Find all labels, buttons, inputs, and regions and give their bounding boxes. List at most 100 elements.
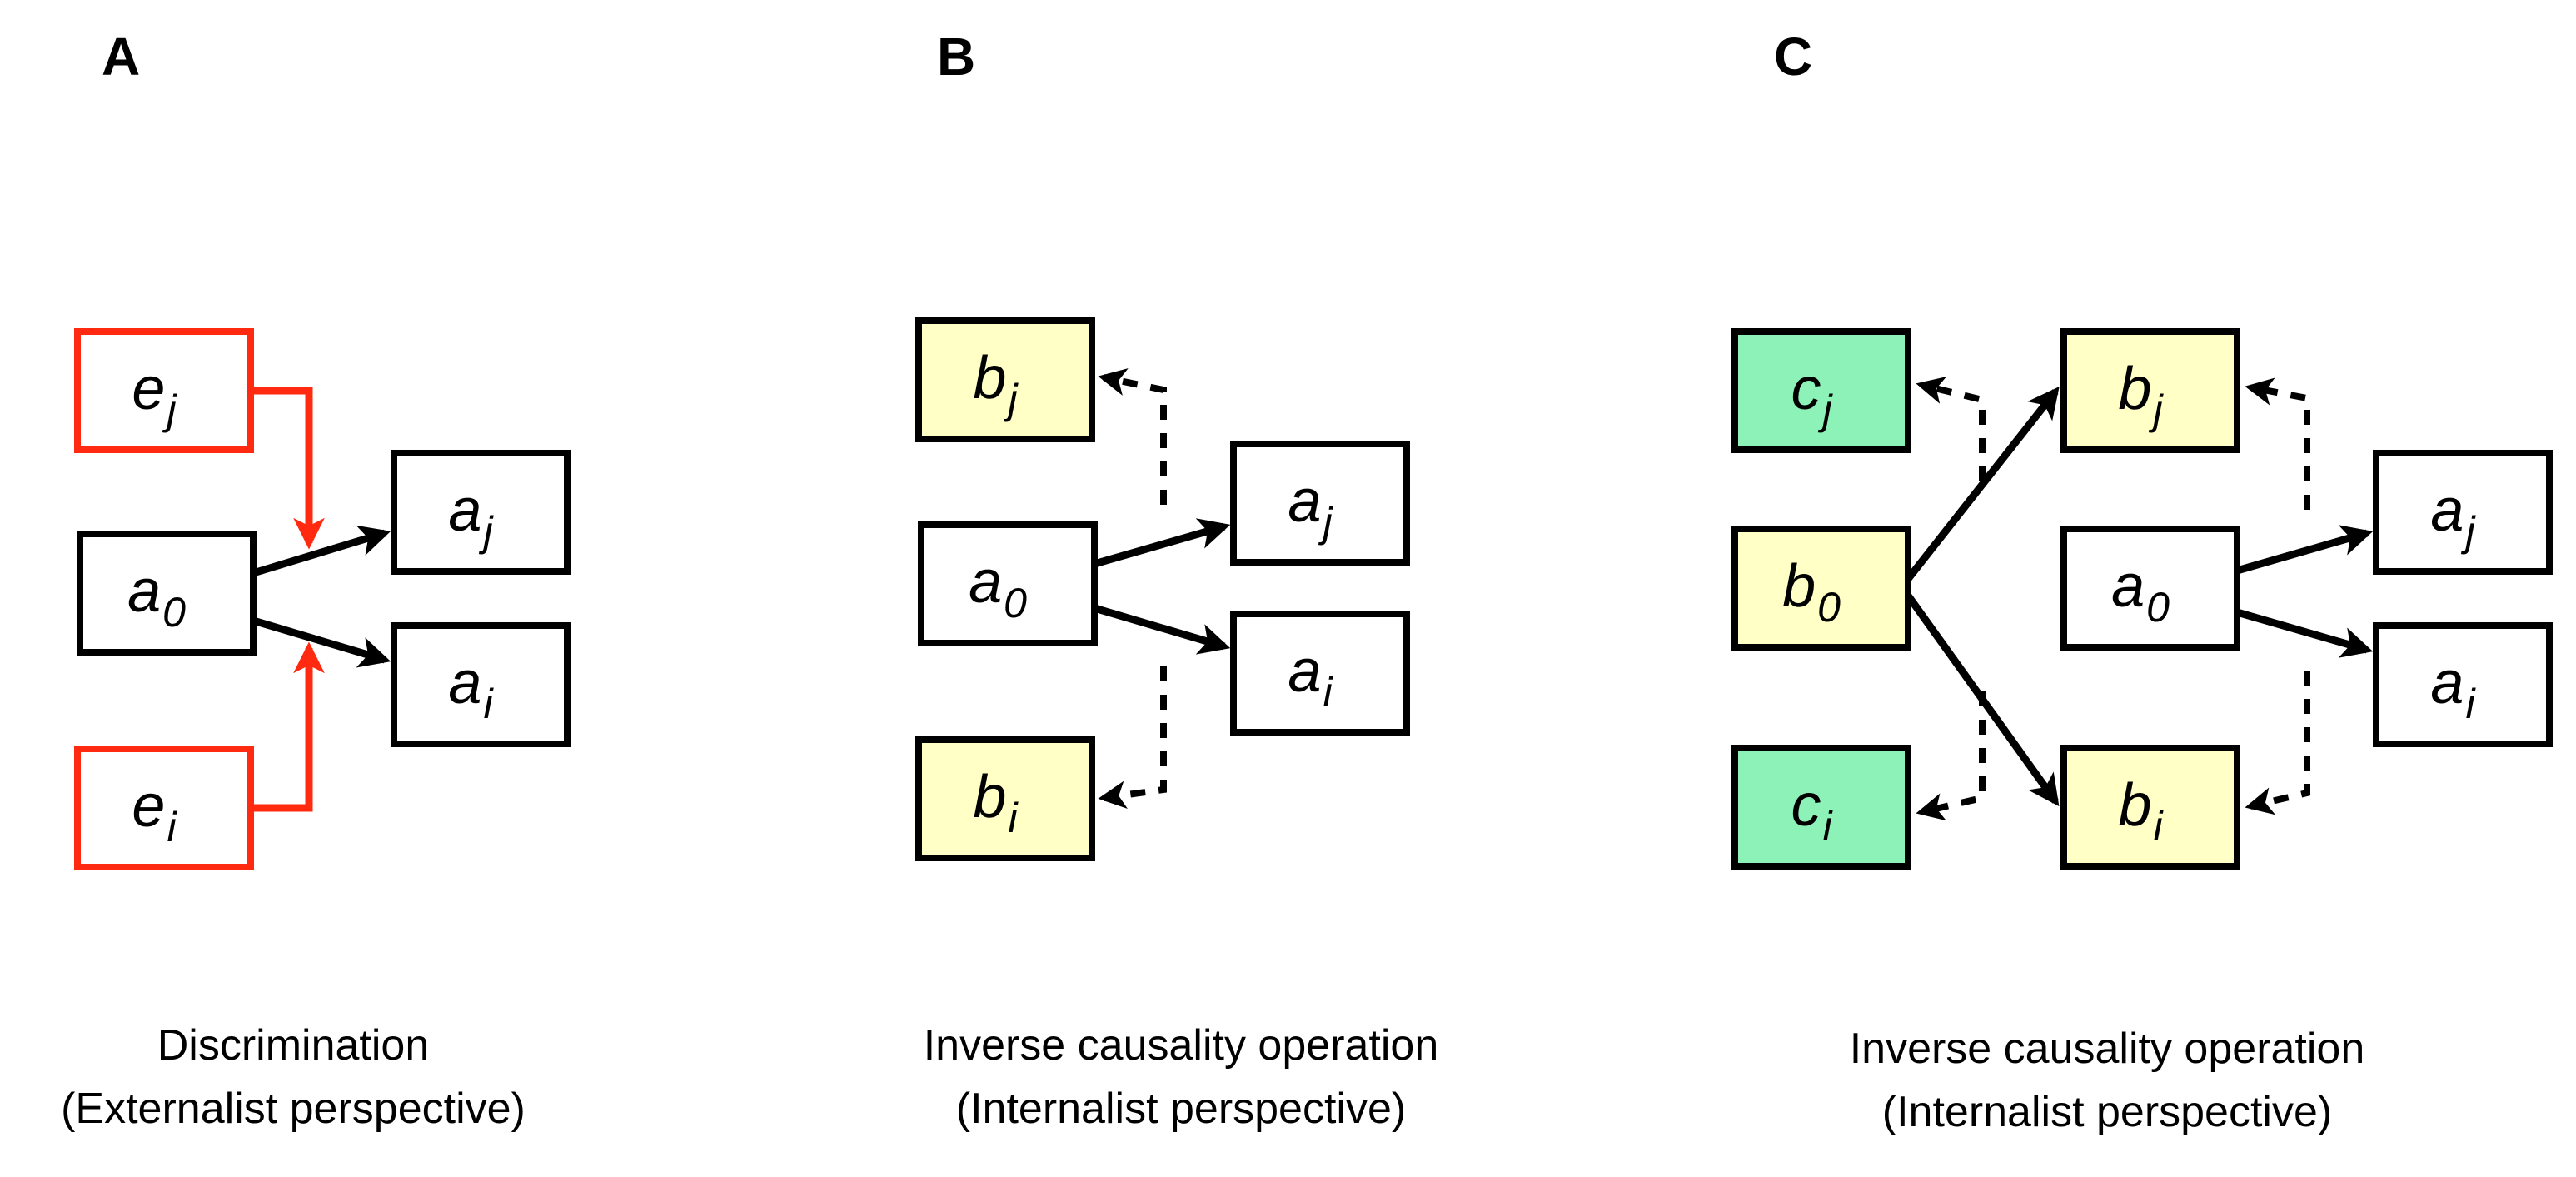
node-label-main: a (2111, 553, 2145, 620)
panel-letter-a: A (102, 27, 140, 87)
edge-dashed-b-a0-aj-edge-to-b-bj (1098, 368, 1167, 505)
node-box-b-bi (915, 736, 1095, 861)
node-box-b-aj (1230, 441, 1410, 566)
edge-solid-a-a0-to-a-ai (252, 616, 391, 668)
node-label-subscript: 0 (2146, 584, 2170, 631)
caption-c-line-2: (Internalist perspective) (1882, 1088, 2332, 1136)
node-a-aj: aj (391, 450, 571, 575)
panel-letter-b: B (937, 27, 975, 87)
node-label-c-a0: a0 (2111, 553, 2170, 631)
caption-b-line-2: (Internalist perspective) (956, 1085, 1406, 1133)
node-label-main: a (969, 549, 1002, 616)
node-box-c-b0 (1731, 526, 1911, 651)
node-c-bi: bi (2060, 745, 2240, 870)
node-box-a-ai (391, 622, 571, 747)
node-label-main: a (1288, 468, 1321, 535)
node-label-b-a0: a0 (969, 549, 1027, 626)
node-box-a-aj (391, 450, 571, 575)
node-label-main: b (973, 345, 1006, 411)
node-label-main: e (132, 356, 165, 422)
node-label-c-ai: ai (2430, 650, 2476, 727)
node-box-c-ai (2373, 622, 2553, 747)
node-a-ai: ai (391, 622, 571, 747)
edge-solid-b-a0-to-b-ai (1093, 604, 1231, 655)
node-label-main: b (2118, 356, 2151, 422)
edge-dashed-c-b0-bj-edge-to-c-cj (1916, 377, 1986, 481)
node-c-b0: b0 (1731, 526, 1911, 651)
node-a-ej: ej (74, 328, 254, 453)
edge-solid-c-b0-to-c-bj (1905, 387, 2060, 581)
node-label-main: a (127, 558, 161, 625)
edge-external-a-ej-to-a-a0-aj-edge (251, 387, 325, 550)
node-label-b-aj: aj (1288, 468, 1333, 546)
node-c-cj: cj (1731, 328, 1911, 453)
edge-external-a-ei-to-a-a0-ai-edge (251, 641, 325, 812)
node-c-a0: a0 (2060, 526, 2240, 651)
node-label-a-a0: a0 (127, 558, 186, 636)
node-label-subscript: i (167, 804, 177, 850)
node-b-bj: bj (915, 317, 1095, 442)
node-b-a0: a0 (918, 521, 1098, 646)
node-label-main: a (2430, 650, 2464, 716)
node-b-bi: bi (915, 736, 1095, 861)
node-label-c-ci: ci (1791, 772, 1833, 850)
node-label-subscript: i (2465, 681, 2476, 727)
node-c-aj: aj (2373, 450, 2553, 575)
node-c-ai: ai (2373, 622, 2553, 747)
node-label-subscript: 0 (1004, 580, 1027, 626)
node-label-subscript: i (1822, 803, 1833, 850)
caption-b-line-1: Inverse causality operation (924, 1021, 1439, 1070)
node-c-bj: bj (2060, 328, 2240, 453)
node-label-main: a (2430, 477, 2464, 544)
node-a-a0: a0 (77, 531, 257, 656)
node-label-main: b (1782, 553, 1816, 620)
node-label-main: a (448, 477, 481, 544)
node-label-subscript: i (1323, 669, 1333, 716)
node-label-main: c (1791, 356, 1821, 422)
node-label-main: a (1288, 638, 1321, 705)
edge-solid-c-a0-to-c-aj (2235, 525, 2374, 575)
node-b-aj: aj (1230, 441, 1410, 566)
node-box-b-ai (1230, 611, 1410, 736)
node-box-c-ci (1731, 745, 1911, 870)
node-box-c-bi (2060, 745, 2240, 870)
node-label-c-b0: b0 (1782, 553, 1841, 631)
node-label-main: b (2118, 772, 2151, 839)
edge-dashed-c-a0-aj-edge-to-c-bj (2245, 377, 2310, 510)
node-label-subscript: 0 (162, 589, 186, 636)
node-box-c-bj (2060, 328, 2240, 453)
node-label-c-bi: bi (2118, 772, 2164, 850)
panel-letter-c: C (1774, 27, 1812, 87)
caption-a-line-2: (Externalist perspective) (61, 1085, 526, 1133)
edge-solid-b-a0-to-b-aj (1093, 518, 1231, 568)
node-box-a-ej (74, 328, 254, 453)
node-label-main: e (132, 773, 165, 840)
caption-c-line-1: Inverse causality operation (1850, 1025, 2365, 1073)
node-label-main: c (1791, 772, 1821, 839)
edge-dashed-c-a0-ai-edge-to-c-bi (2245, 671, 2310, 815)
node-label-a-aj: aj (448, 477, 494, 555)
node-box-a-ei (74, 746, 254, 870)
node-box-b-bj (915, 317, 1095, 442)
edges-layer (251, 368, 2374, 821)
caption-a-line-1: Discrimination (157, 1021, 430, 1070)
node-box-c-cj (1731, 328, 1911, 453)
edge-dashed-b-a0-ai-edge-to-b-bi (1098, 666, 1167, 809)
node-box-c-aj (2373, 450, 2553, 575)
node-c-ci: ci (1731, 745, 1911, 870)
node-label-main: a (448, 650, 481, 716)
node-label-subscript: i (483, 681, 494, 727)
edge-solid-c-a0-to-c-ai (2235, 608, 2374, 658)
node-label-a-ai: ai (448, 650, 494, 727)
node-box-a-a0 (77, 531, 257, 656)
node-label-b-bi: bi (973, 764, 1019, 841)
node-label-subscript: i (1008, 795, 1019, 841)
node-box-c-a0 (2060, 526, 2240, 651)
node-a-ei: ei (74, 746, 254, 870)
node-label-b-ai: ai (1288, 638, 1333, 716)
node-label-subscript: 0 (1817, 584, 1841, 631)
edge-dashed-c-b0-bi-edge-to-c-ci (1916, 691, 1986, 821)
node-label-main: b (973, 764, 1006, 830)
